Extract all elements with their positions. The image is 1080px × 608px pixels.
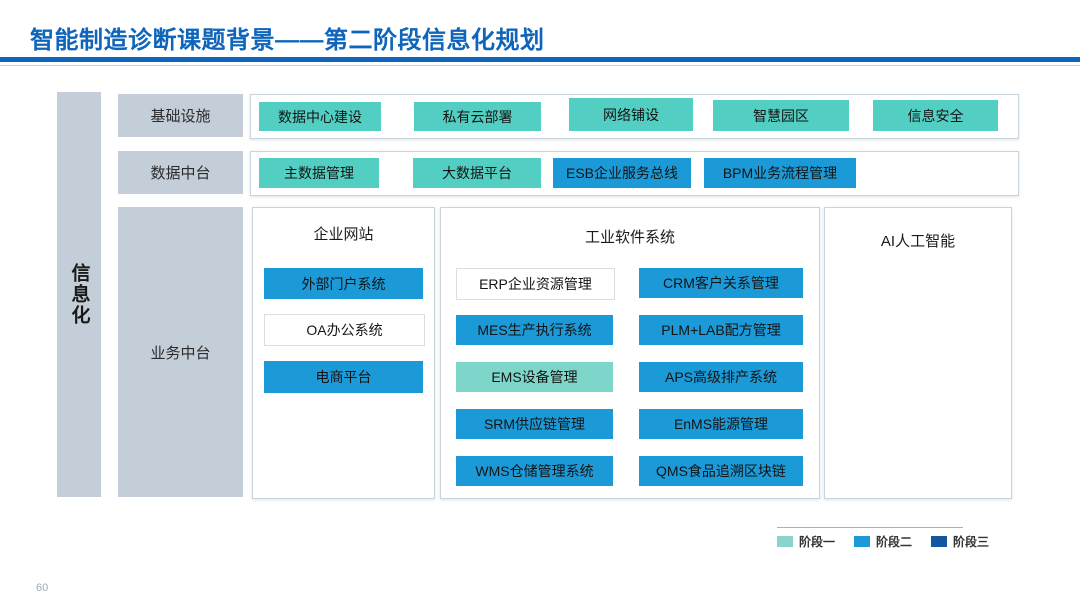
box-wms: WMS仓储管理系统 — [456, 456, 613, 486]
box-data-center-construction: 数据中心建设 — [259, 102, 381, 131]
box-aps: APS高级排产系统 — [639, 362, 803, 392]
industrial-software-title: 工业软件系统 — [584, 229, 675, 246]
row-label-infrastructure: 基础设施 — [118, 94, 243, 137]
data-platform-row-panel: 主数据管理 大数据平台 ESB企业服务总线 BPM业务流程管理 — [250, 151, 1019, 196]
stage3-label: 阶段三 — [953, 535, 990, 549]
website-group-title: 企业网站 — [313, 226, 374, 243]
box-crm: CRM客户关系管理 — [639, 268, 803, 298]
website-group-panel: 企业网站 外部门户系统 OA办公系统 电商平台 — [252, 207, 435, 499]
legend-item-stage3: 阶段三 — [931, 533, 989, 550]
stage1-swatch — [777, 536, 793, 547]
sidebar-informatization: 信息化 — [57, 92, 101, 497]
box-plm-lab: PLM+LAB配方管理 — [639, 315, 803, 345]
box-ems: EMS设备管理 — [456, 362, 613, 392]
box-information-security: 信息安全 — [873, 100, 998, 131]
legend-item-stage1: 阶段一 — [777, 533, 835, 550]
box-erp: ERP企业资源管理 — [456, 268, 615, 300]
ai-group-panel: AI人工智能 — [824, 207, 1012, 499]
legend-item-stage2: 阶段二 — [854, 533, 912, 550]
industrial-software-panel: 工业软件系统 ERP企业资源管理 MES生产执行系统 EMS设备管理 SRM供应… — [440, 207, 820, 499]
box-srm: SRM供应链管理 — [456, 409, 613, 439]
box-oa-system: OA办公系统 — [264, 314, 425, 346]
row-label-business-platform: 业务中台 — [118, 207, 243, 497]
box-ecommerce: 电商平台 — [264, 361, 423, 393]
page-title: 智能制造诊断课题背景——第二阶段信息化规划 — [30, 27, 545, 54]
stage3-swatch — [931, 536, 948, 547]
box-smart-park: 智慧园区 — [713, 100, 849, 131]
box-big-data-platform: 大数据平台 — [413, 158, 541, 188]
ai-group-title: AI人工智能 — [880, 233, 956, 250]
sidebar-label: 信息化 — [68, 263, 90, 326]
infrastructure-row-panel: 数据中心建设 私有云部署 网络铺设 智慧园区 信息安全 — [250, 94, 1019, 139]
stage2-swatch — [854, 536, 871, 547]
box-private-cloud: 私有云部署 — [414, 102, 541, 131]
box-master-data-management: 主数据管理 — [259, 158, 379, 188]
box-bpm: BPM业务流程管理 — [704, 158, 856, 188]
box-external-portal: 外部门户系统 — [264, 268, 423, 299]
box-qms: QMS食品追溯区块链 — [639, 456, 803, 486]
title-underline — [0, 57, 1080, 62]
stage2-label: 阶段二 — [876, 535, 913, 549]
box-mes: MES生产执行系统 — [456, 315, 613, 345]
page-number: 60 — [36, 582, 49, 594]
legend: 阶段一 阶段二 阶段三 — [777, 533, 989, 550]
box-enms: EnMS能源管理 — [639, 409, 803, 439]
box-esb: ESB企业服务总线 — [553, 158, 691, 188]
legend-divider — [777, 527, 963, 528]
box-network-laying: 网络铺设 — [569, 98, 693, 131]
title-underline-thin — [0, 65, 1080, 66]
stage1-label: 阶段一 — [799, 535, 836, 549]
row-label-data-platform: 数据中台 — [118, 151, 243, 194]
